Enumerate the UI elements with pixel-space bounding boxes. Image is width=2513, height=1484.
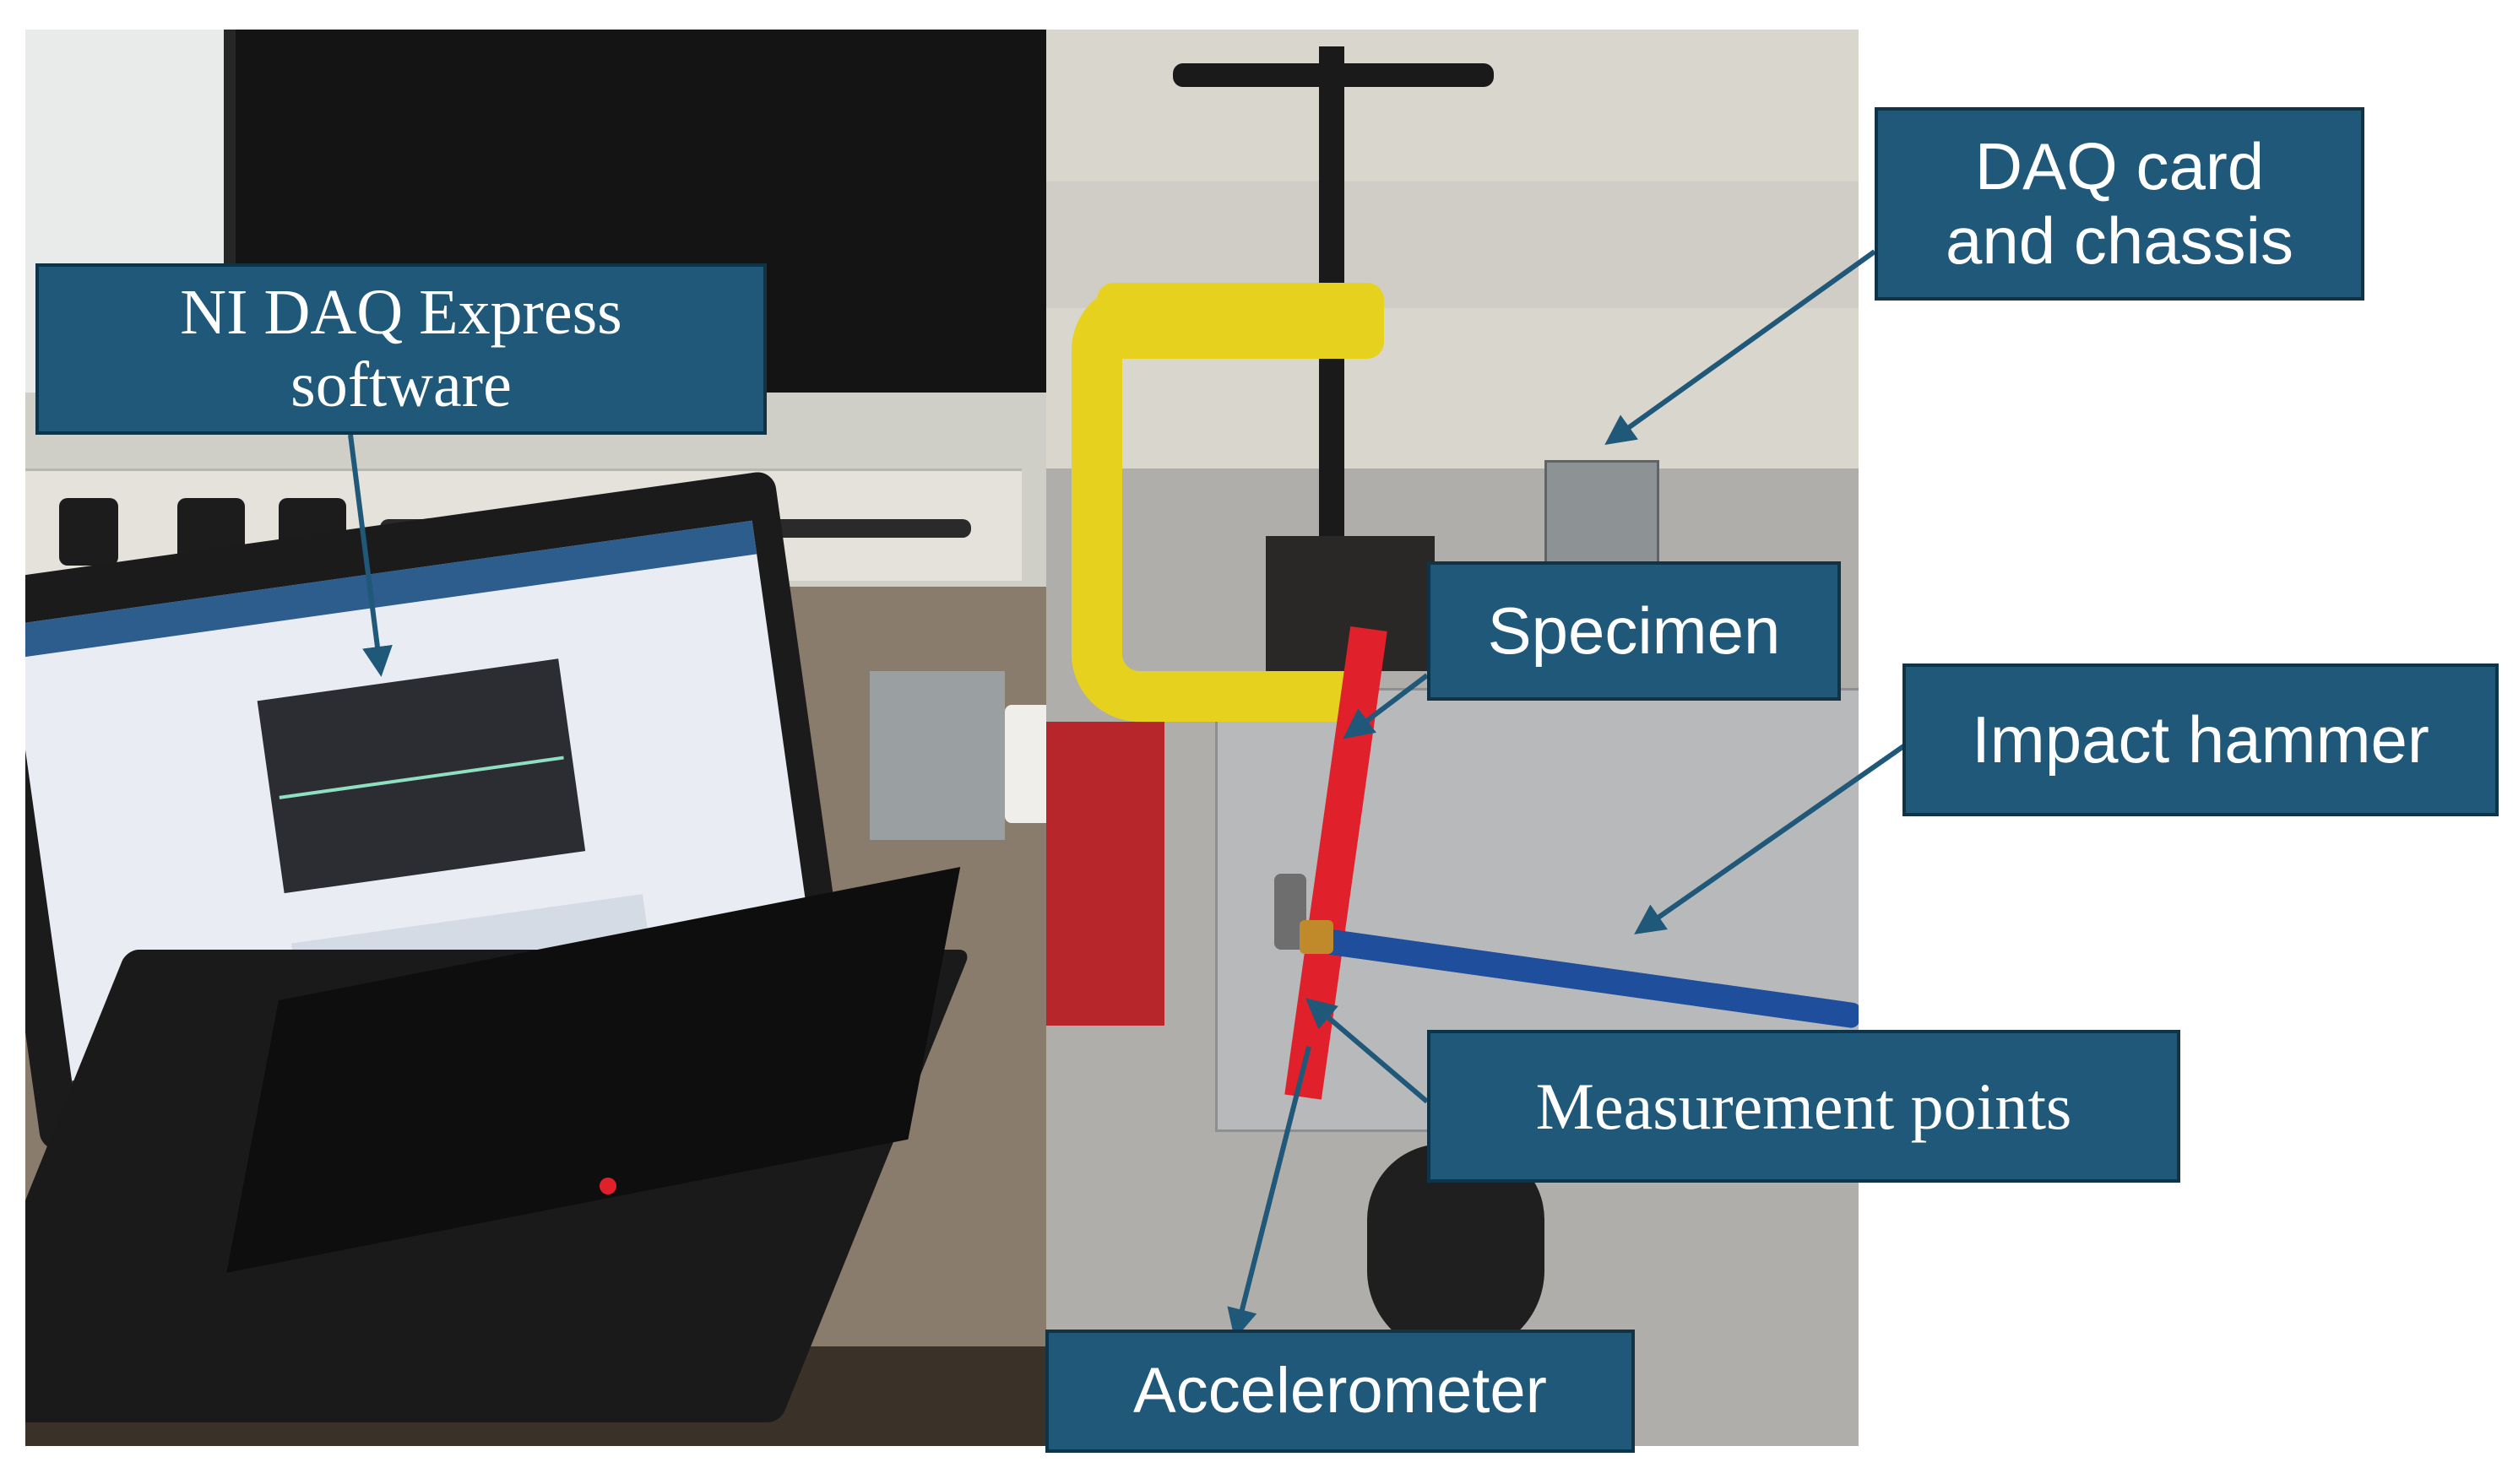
clamp-handle (1173, 63, 1494, 87)
clamp-top-arm (1097, 283, 1384, 359)
arrow-software (348, 434, 393, 677)
callout-impact-hammer: Impact hammer (1902, 663, 2499, 816)
callout-software: NI DAQ Express software (35, 263, 767, 435)
arrow-measurement-points (1305, 998, 1429, 1104)
callout-accelerometer: Accelerometer (1045, 1330, 1635, 1453)
arrow-daq-card (1604, 249, 1876, 445)
callout-measurement-points: Measurement points (1427, 1030, 2180, 1183)
callout-specimen-label: Specimen (1487, 593, 1781, 668)
photo-laptop-setup (25, 30, 1046, 1446)
arrow-impact-hammer (1634, 740, 1910, 934)
callout-daq-card: DAQ card and chassis (1875, 107, 2364, 301)
callout-software-label: NI DAQ Express software (180, 277, 622, 420)
trackpoint (600, 1178, 616, 1194)
hammer-head-grey (1005, 705, 1046, 823)
equipment-box (870, 671, 1005, 840)
plug (59, 498, 118, 566)
arrow-specimen (1343, 673, 1429, 739)
impact-hammer-tip (1300, 920, 1333, 954)
callout-specimen: Specimen (1427, 561, 1841, 701)
callout-accelerometer-label: Accelerometer (1133, 1355, 1547, 1427)
arrow-accelerometer (1227, 1046, 1311, 1340)
shaker-base (1046, 722, 1164, 1026)
callout-measurement-points-label: Measurement points (1535, 1069, 2072, 1143)
callout-daq-card-label: DAQ card and chassis (1946, 129, 2293, 278)
callout-impact-hammer-label: Impact hammer (1972, 701, 2429, 777)
